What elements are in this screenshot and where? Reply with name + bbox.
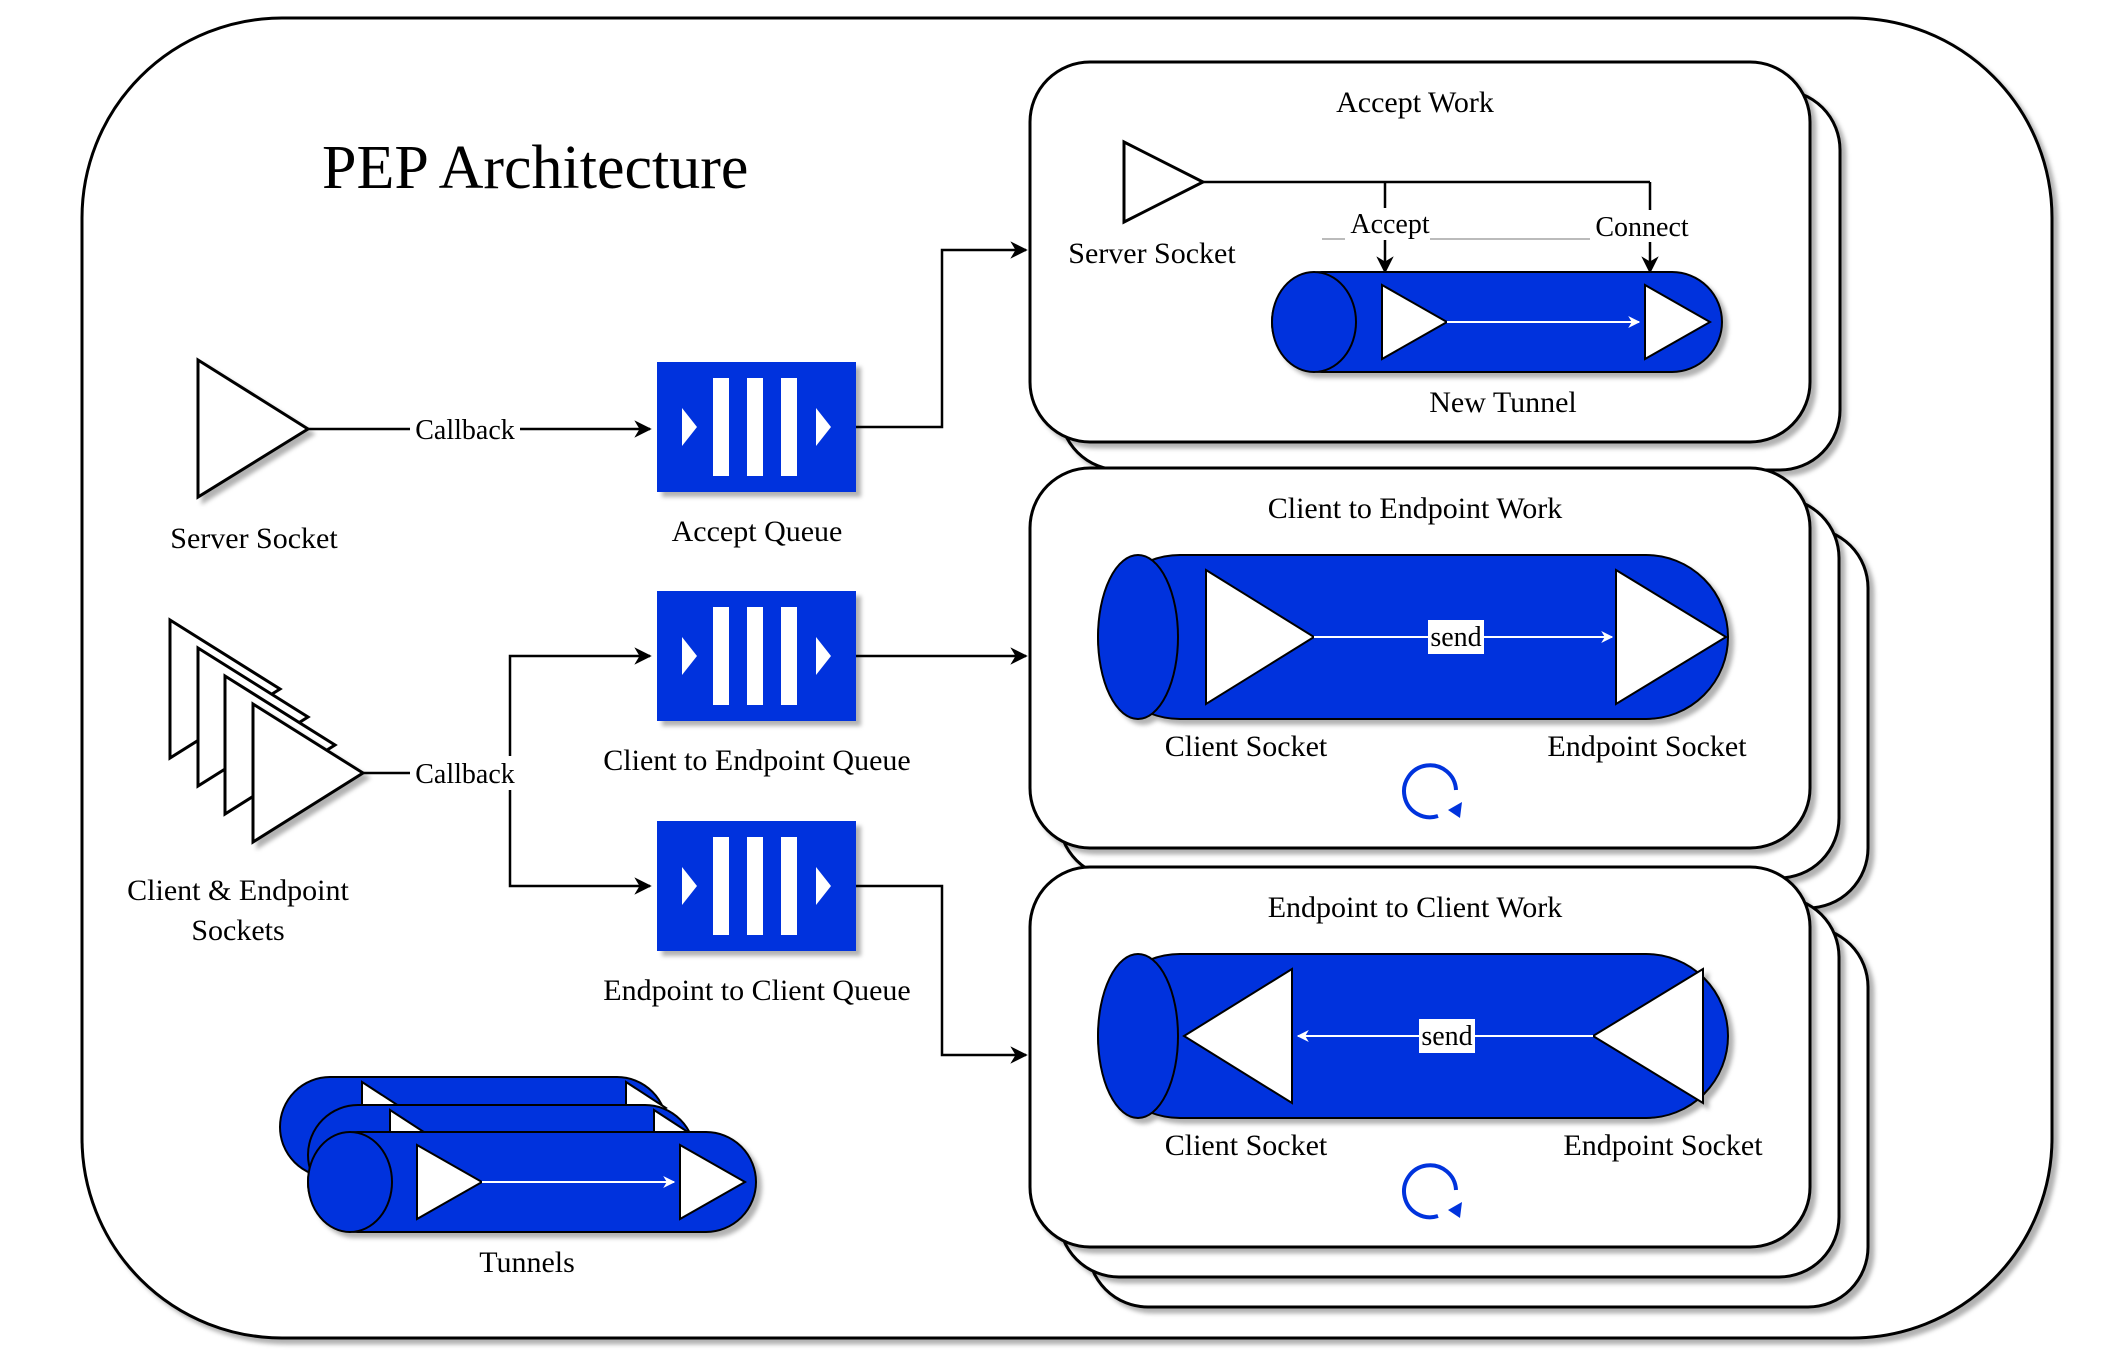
accept-work-server-socket-label: Server Socket — [1068, 237, 1236, 270]
server-socket-icon — [196, 357, 311, 500]
callback-label-server: Callback — [415, 415, 515, 446]
tunnels-label: Tunnels — [479, 1246, 575, 1279]
accept-work-box: Accept Work Server Socket Accept Connect… — [1028, 60, 1842, 472]
queue-icon — [657, 591, 856, 721]
c2e-send-label: send — [1430, 622, 1481, 653]
connect-edge-label: Connect — [1595, 212, 1689, 243]
endpoint-to-client-work-box: Endpoint to Client Work send Client Sock… — [1028, 865, 1870, 1309]
client-to-endpoint-work-box: Client to Endpoint Work send Client Sock… — [1028, 466, 1870, 910]
queue-to-work-edges — [856, 241, 1028, 1064]
accept-queue-label: Accept Queue — [672, 515, 843, 548]
refresh-icon — [1402, 1163, 1462, 1220]
e2c-tunnel-icon — [1097, 953, 1729, 1119]
client-to-endpoint-queue: Client to Endpoint Queue — [603, 591, 911, 777]
new-tunnel-icon — [1271, 271, 1723, 373]
c2e-work-title: Client to Endpoint Work — [1268, 492, 1563, 525]
e2c-work-title: Endpoint to Client Work — [1268, 891, 1563, 924]
client-socket-icon — [1205, 568, 1316, 706]
queue-icon — [657, 821, 856, 951]
c2e-endpoint-socket-label: Endpoint Socket — [1547, 730, 1747, 763]
callback-label-clients: Callback — [415, 759, 515, 790]
accept-edge-label: Accept — [1350, 209, 1430, 240]
client-endpoint-label-2: Sockets — [191, 914, 284, 947]
callback-edge-clients: Callback — [363, 647, 652, 895]
server-socket-node: Server Socket — [170, 357, 338, 555]
client-endpoint-label-1: Client & Endpoint — [127, 874, 349, 907]
refresh-icon — [1402, 763, 1462, 820]
e2c-send-label: send — [1421, 1021, 1472, 1052]
accept-work-title: Accept Work — [1336, 86, 1494, 119]
endpoint-to-client-queue-label: Endpoint to Client Queue — [603, 974, 910, 1007]
endpoint-socket-icon — [1615, 568, 1728, 706]
client-socket-icon — [1182, 967, 1293, 1105]
client-endpoint-sockets-node: Client & Endpoint Sockets — [127, 617, 366, 947]
queue-icon — [657, 362, 856, 492]
e2c-endpoint-socket-label: Endpoint Socket — [1563, 1129, 1763, 1162]
c2e-client-socket-label: Client Socket — [1165, 730, 1328, 763]
endpoint-to-client-queue: Endpoint to Client Queue — [603, 821, 911, 1007]
server-socket-icon — [1122, 139, 1207, 225]
endpoint-socket-icon — [1591, 967, 1704, 1105]
server-socket-label: Server Socket — [170, 522, 338, 555]
tunnel-icon-3 — [307, 1131, 757, 1233]
tunnels-node: Tunnels — [279, 1076, 757, 1279]
accept-queue: Accept Queue — [657, 362, 856, 548]
socket-icon-stack-4 — [251, 701, 366, 845]
diagram-title: PEP Architecture — [322, 134, 748, 202]
new-tunnel-label: New Tunnel — [1429, 386, 1577, 419]
c2e-tunnel-icon — [1097, 554, 1729, 720]
callback-edge-server: Callback — [308, 412, 652, 446]
e2c-client-socket-label: Client Socket — [1165, 1129, 1328, 1162]
client-to-endpoint-queue-label: Client to Endpoint Queue — [603, 744, 910, 777]
